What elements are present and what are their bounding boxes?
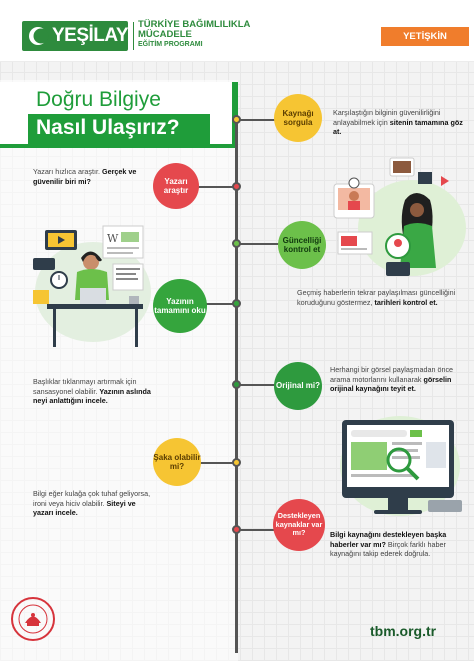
connector [238,119,276,121]
person-at-desk-illustration: W [25,220,160,355]
step-label: Kaynağı sorgula [282,108,314,128]
header: YEŞİLAY TÜRKİYE BAĞIMLILIKLA MÜCADELE EĞ… [0,0,474,62]
timeline-dot [232,239,241,248]
step-text-source: Karşılaştığın bilginin güvenilirliğini a… [333,108,463,137]
connector [199,462,235,464]
step-text-bold: tarihleri kontrol et. [374,297,438,307]
step-label: Yazının tamamını oku [154,296,206,316]
header-divider [133,22,134,50]
connector [205,303,235,305]
program-name: TÜRKİYE BAĞIMLILIKLA MÜCADELE EĞİTİM PRO… [138,20,250,50]
step-text-support: Bilgi kaynağını destekleyen başka haberl… [330,530,465,559]
online-research-illustration [320,150,470,285]
connector [238,529,276,531]
step-circle-original: Orijinal mi? [274,362,322,410]
program-line-1: TÜRKİYE BAĞIMLILIKLA [138,19,251,30]
timeline-dot [232,182,241,191]
step-text-date: Geçmiş haberlerin tekrar paylaşılması gü… [297,288,462,307]
step-circle-source: Kaynağı sorgula [274,94,322,142]
step-circle-read: Yazının tamamını oku [153,279,207,333]
step-text-bold: Bilgi kaynağını destekleyen başka haberl… [330,530,447,549]
title-highlight [28,114,210,144]
step-text-plain: Bilgi eğer kulağa çok tuhaf geliyorsa, i… [33,489,151,508]
step-text-bold: Yazının aslında neyi anlattığını incele. [33,386,151,406]
step-text-bold: Gerçek ve güvenilir biri mi? [33,167,137,186]
timeline-dot [232,380,241,389]
monitor-search-illustration [334,412,470,522]
connector [195,186,235,188]
connector [238,384,276,386]
step-text-bold: görselin orijinal kaynağını teyit et. [330,374,452,394]
step-circle-support: Destekleyen kaynaklar var mı? [273,499,325,551]
program-line-2: MÜCADELE [138,29,192,40]
step-text-plain: Geçmiş haberlerin tekrar paylaşılması gü… [297,288,456,307]
step-circle-author: Yazarı araştır [153,163,199,209]
timeline-dot [232,115,241,124]
connector [238,243,280,245]
step-text-bold: sitenin tamamına göz at. [333,117,463,137]
step-text-original: Herhangi bir görsel paylaşmadan önce ara… [330,365,462,394]
ministry-seal-icon [10,596,56,642]
footer-url[interactable]: tbm.org.tr [370,623,437,639]
program-line-3: EĞİTİM PROGRAMI [138,41,203,48]
crescent-icon [27,25,49,47]
step-text-plain: Birçok farklı haber kaynağını takip eder… [330,539,446,559]
step-circle-date: Güncelliği kontrol et [278,221,326,269]
step-text-author: Yazarı hızlıca araştır. Gerçek ve güveni… [33,167,145,186]
timeline-dot [232,525,241,534]
yesilay-logo[interactable]: YEŞİLAY [22,21,129,51]
step-text-read: Başlıklar tıklanmayı artırmak için sansa… [33,377,151,406]
page-title-line-1: Doğru Bilgiye [36,88,161,111]
step-text-plain: Yazarı hızlıca araştır. [33,167,102,176]
step-label: Yazarı araştır [163,176,189,196]
left-panel [0,80,238,661]
step-text-plain: Başlıklar tıklanmayı artırmak için sansa… [33,377,137,396]
step-text-plain: Karşılaştığın bilginin güvenilirliğini a… [333,108,441,127]
step-text-bold: Siteyi ve yazarı incele. [33,498,136,518]
page-title-line-2: Nasıl Ulaşırız? [36,116,180,139]
svg-text:W: W [107,232,119,245]
logo-text: YEŞİLAY [52,25,129,46]
step-label: Güncelliği kontrol et [282,235,322,255]
step-label: Şaka olabilir mi? [153,452,201,472]
step-label: Destekleyen kaynaklar var mı? [275,511,323,538]
step-label: Orijinal mi? [275,381,320,391]
audience-badge: YETİŞKİN [381,27,469,46]
timeline-dot [232,458,241,467]
timeline-dot [232,299,241,308]
step-text-plain: Herhangi bir görsel paylaşmadan önce ara… [330,365,454,384]
step-circle-satire: Şaka olabilir mi? [153,438,201,486]
step-text-satire: Bilgi eğer kulağa çok tuhaf geliyorsa, i… [33,489,158,518]
